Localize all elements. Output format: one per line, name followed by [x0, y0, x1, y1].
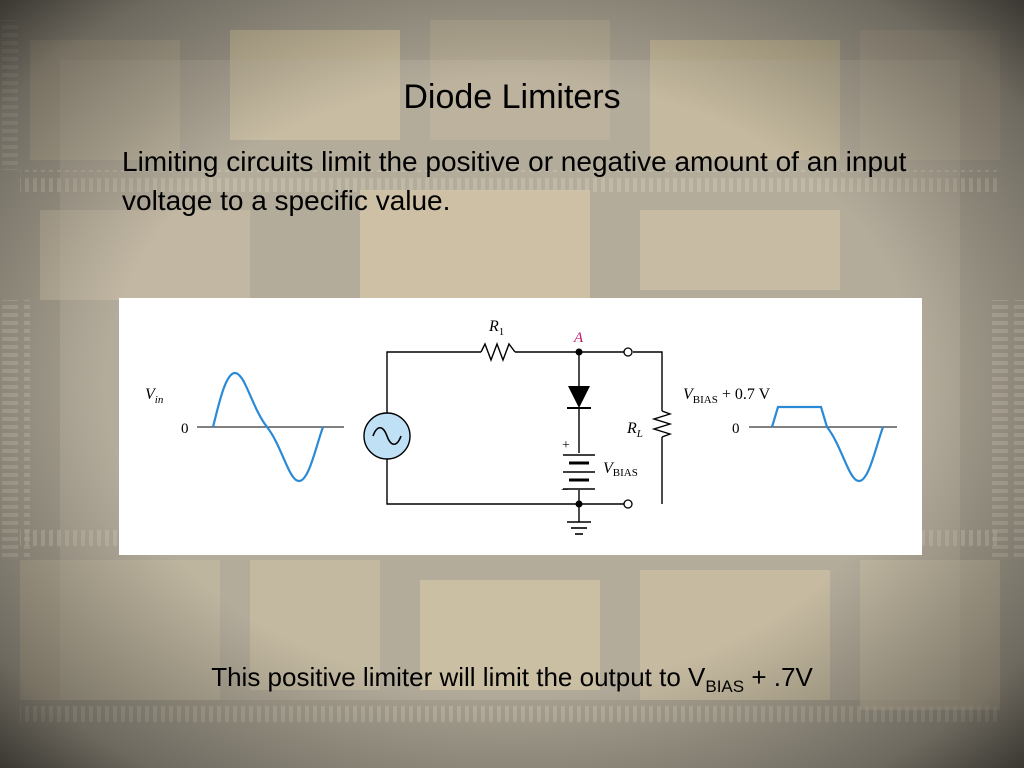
output-clipped-wave	[770, 405, 885, 483]
battery-plus-sign: +	[562, 438, 570, 453]
slide-body-text: Limiting circuits limit the positive or …	[122, 146, 907, 216]
output-level-label: VBIAS + 0.7 V	[683, 386, 771, 406]
input-zero-label: 0	[181, 421, 189, 437]
output-terminal-top	[623, 347, 633, 357]
output-zero-label: 0	[732, 421, 740, 437]
wire-bottom	[386, 459, 624, 505]
caption-prefix: This positive limiter will limit the out…	[211, 662, 706, 692]
limiter-circuit-diagram: Vin 0 R1 A	[145, 318, 897, 535]
input-sine-wave	[211, 371, 325, 483]
ground-icon	[567, 521, 591, 535]
input-voltage-label: Vin	[145, 386, 164, 406]
bias-voltage-label: VBIAS	[603, 460, 638, 479]
node-ground-dot	[575, 500, 583, 508]
wire-right-top	[633, 351, 663, 411]
resistor-r1	[480, 342, 516, 362]
caption-subscript: BIAS	[705, 677, 745, 696]
node-a-dot	[575, 348, 583, 356]
node-a-label: A	[573, 330, 584, 346]
resistor-rl-label: RL	[626, 420, 643, 440]
caption-suffix: + .7V	[744, 662, 813, 692]
ac-source-wave	[372, 426, 402, 446]
limiter-circuit-figure: Vin 0 R1 A	[119, 298, 922, 555]
wire-left-top	[386, 351, 481, 413]
output-terminal-bottom	[623, 499, 633, 509]
bias-battery	[563, 454, 595, 490]
diode	[568, 386, 590, 408]
slide-caption: This positive limiter will limit the out…	[0, 662, 1024, 697]
resistor-r1-label: R1	[488, 318, 504, 338]
slide-title: Diode Limiters	[403, 78, 621, 116]
resistor-rl	[651, 410, 673, 438]
battery-minus-sign: −	[561, 483, 569, 498]
